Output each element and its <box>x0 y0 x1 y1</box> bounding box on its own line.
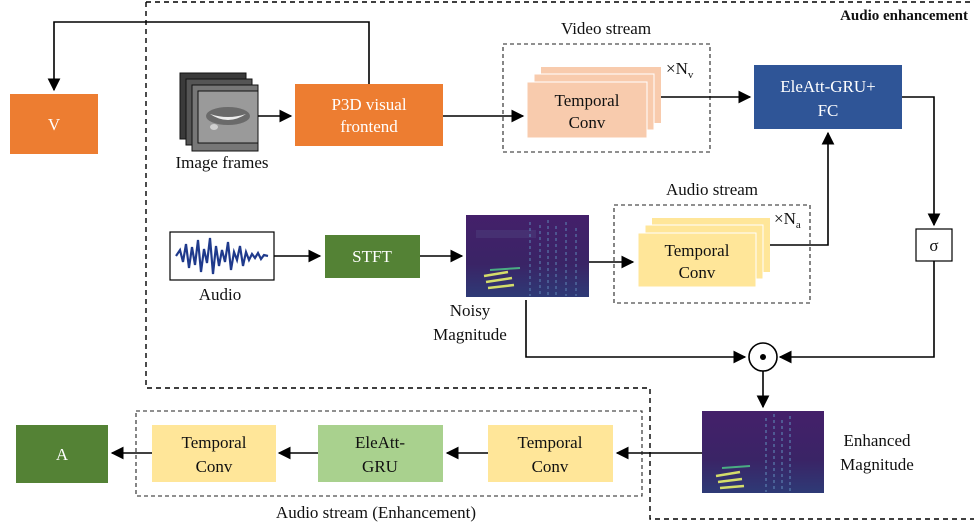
noisy-label-line2: Magnitude <box>433 325 507 344</box>
sigma-node <box>915 228 953 262</box>
audio-waveform-icon <box>169 231 275 281</box>
enh-temporal-conv-right-node <box>488 425 613 482</box>
stft-label: STFT <box>352 247 392 266</box>
a-label: A <box>56 445 69 464</box>
video-multiplier: ×Nv <box>666 59 694 81</box>
gru-fc-label-line2: FC <box>818 101 839 120</box>
sigma-to-multiply-arrow <box>778 261 935 364</box>
v-node <box>10 94 98 154</box>
audio-tc-label-line1: Temporal <box>665 241 730 260</box>
audio-enhancement-label: Audio enhancement <box>840 8 968 24</box>
a-node <box>16 425 108 483</box>
enh-gru-line1: EleAtt- <box>355 433 405 452</box>
elementwise-multiply-icon <box>748 342 778 372</box>
audio-label: Audio <box>199 285 242 304</box>
noisy-to-multiply-arrow <box>525 300 747 364</box>
audio-enhancement-region <box>145 1 974 520</box>
p3d-frontend-node <box>295 84 443 146</box>
eleatt-gru-fc-node <box>754 65 902 129</box>
v-label: V <box>48 115 61 134</box>
video-stream-label: Video stream <box>561 19 651 38</box>
enh-gru-line2: GRU <box>362 457 398 476</box>
sigma-label: σ <box>929 236 938 255</box>
enhanced-label-line2: Magnitude <box>840 455 914 474</box>
p3d-to-v-arrow <box>47 21 370 92</box>
enh-eleatt-gru-node <box>318 425 443 482</box>
video-stream-region <box>502 43 711 153</box>
enhanced-magnitude-spectrogram <box>702 411 824 493</box>
audio-temporal-conv-node <box>637 232 757 288</box>
image-frames-label: Image frames <box>176 153 269 172</box>
enh-tc-right-line1: Temporal <box>518 433 583 452</box>
video-tc-label-line1: Temporal <box>555 91 620 110</box>
enh-temporal-conv-left-node <box>152 425 276 482</box>
noisy-magnitude-spectrogram <box>466 215 589 297</box>
noisy-label-line1: Noisy <box>450 301 491 320</box>
enh-tc-left-line2: Conv <box>196 457 233 476</box>
p3d-label-line2: frontend <box>340 117 398 136</box>
enh-tc-right-line2: Conv <box>532 457 569 476</box>
audio-stream-region <box>613 204 811 304</box>
audio-stream-label: Audio stream <box>666 180 758 199</box>
gru-fc-label-line1: EleAtt-GRU+ <box>780 77 876 96</box>
audio-conv-to-gru-arrow <box>770 131 835 246</box>
gru-to-sigma-arrow <box>902 96 941 227</box>
enh-tc-left-line1: Temporal <box>182 433 247 452</box>
p3d-label-line1: P3D visual <box>331 95 406 114</box>
stft-node <box>325 235 420 278</box>
video-tc-label-line2: Conv <box>569 113 606 132</box>
audio-multiplier: ×Na <box>774 209 801 231</box>
video-temporal-conv-node <box>526 81 648 139</box>
audio-tc-label-line2: Conv <box>679 263 716 282</box>
audio-stream-enhancement-region <box>135 410 643 497</box>
enhanced-label-line1: Enhanced <box>843 431 911 450</box>
image-frames-icon <box>179 72 259 152</box>
audio-stream-enhancement-label: Audio stream (Enhancement) <box>276 503 476 522</box>
